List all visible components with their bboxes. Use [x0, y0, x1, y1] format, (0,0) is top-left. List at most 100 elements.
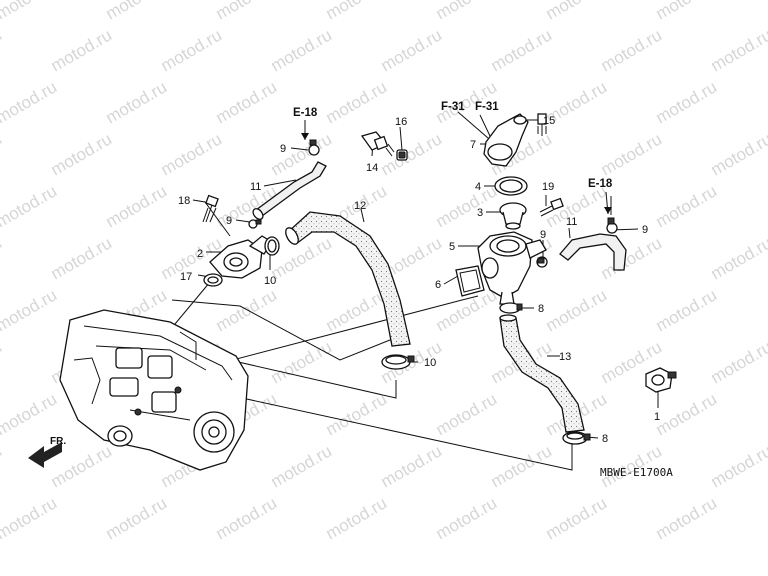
watermark-text: motod.ru — [0, 25, 5, 75]
callout-14: 14 — [366, 162, 378, 174]
watermark-text: motod.ru — [48, 25, 116, 75]
watermark-text: motod.ru — [378, 129, 446, 179]
callout-12: 12 — [354, 200, 366, 212]
watermark-text: motod.ru — [213, 0, 281, 23]
watermark-text: motod.ru — [433, 389, 501, 439]
watermark-text: motod.ru — [323, 77, 391, 127]
front-label: FR. — [50, 436, 66, 447]
part-17-oring — [203, 273, 223, 287]
watermark-text: motod.ru — [0, 441, 5, 491]
part-3-thermostat — [499, 202, 527, 230]
watermark-text: motod.ru — [158, 129, 226, 179]
watermark-text: motod.ru — [433, 493, 501, 543]
callout-9-c: 9 — [540, 229, 546, 241]
callout-10-upper: 10 — [264, 275, 276, 287]
watermark-text: motod.ru — [158, 25, 226, 75]
reference-labels: E-18 F-31 F-31 E-18 — [293, 101, 613, 215]
watermark-text: motod.ru — [268, 25, 336, 75]
watermark-text: motod.ru — [488, 25, 556, 75]
watermark-text: motod.ru — [708, 337, 768, 387]
watermark-text: motod.ru — [0, 181, 60, 231]
watermark-text: motod.ru — [708, 233, 768, 283]
watermark-text: motod.ru — [48, 233, 116, 283]
watermark-text: motod.ru — [378, 25, 446, 75]
watermark-text: motod.ru — [653, 389, 721, 439]
watermark-text: motod.ru — [653, 181, 721, 231]
callout-numbers: 1 2 3 4 5 6 7 8 8 9 9 9 9 10 10 11 11 12… — [178, 115, 660, 445]
part-9-clamp-a — [308, 139, 320, 156]
watermark-text: motod.ru — [0, 389, 60, 439]
watermark-text: motod.ru — [268, 337, 336, 387]
watermark-text: motod.ru — [268, 129, 336, 179]
callout-13: 13 — [559, 351, 571, 363]
part-1-clamp — [645, 367, 677, 393]
callout-19: 19 — [542, 181, 554, 193]
part-8-clamp-upper — [499, 302, 523, 314]
callout-11-right: 11 — [566, 216, 577, 228]
watermark-text: motod.ru — [0, 233, 5, 283]
callout-18: 18 — [178, 195, 190, 207]
part-19-bolt — [539, 197, 564, 217]
watermark-text: motod.ru — [0, 493, 60, 543]
watermark-text: motod.ru — [0, 0, 60, 23]
callout-9-b: 9 — [226, 215, 232, 227]
watermark-text: motod.ru — [268, 441, 336, 491]
watermark-text: motod.ru — [213, 285, 281, 335]
part-8-clamp-lower — [562, 431, 591, 445]
watermark-text: motod.ru — [433, 0, 501, 23]
callout-9-a: 9 — [280, 143, 286, 155]
callout-16: 16 — [395, 116, 407, 128]
part-10-clip-upper — [264, 236, 280, 256]
watermark-text: motod.ru — [543, 0, 611, 23]
callout-5: 5 — [449, 241, 455, 253]
watermark-text: motod.ru — [708, 129, 768, 179]
watermark-text: motod.ru — [708, 441, 768, 491]
watermark-text: motod.ru — [213, 493, 281, 543]
callout-6: 6 — [435, 279, 441, 291]
watermark-text: motod.ru — [103, 0, 171, 23]
callout-2: 2 — [197, 248, 203, 260]
hose-11-right — [559, 233, 627, 271]
watermark-text: motod.ru — [323, 0, 391, 23]
engine-block — [59, 309, 249, 471]
callout-7: 7 — [470, 139, 476, 151]
ref-e18-right: E-18 — [588, 178, 613, 190]
hose-13 — [499, 314, 585, 433]
diagram-code: MBWE-E1700A — [600, 466, 673, 479]
part-4-seal — [494, 176, 528, 196]
front-direction-arrow: FR. — [28, 436, 66, 468]
callout-8-lower: 8 — [602, 433, 608, 445]
watermark-text: motod.ru — [653, 0, 721, 23]
watermark-text: motod.ru — [48, 129, 116, 179]
hose-11-left — [252, 161, 327, 220]
watermark-text: motod.ru — [543, 285, 611, 335]
ref-e18-left: E-18 — [293, 107, 318, 119]
callout-17: 17 — [180, 271, 192, 283]
callout-1: 1 — [654, 411, 660, 423]
callout-9-d: 9 — [642, 224, 648, 236]
callout-4: 4 — [475, 181, 481, 193]
watermark-text: motod.ru — [653, 285, 721, 335]
watermark-text: motod.ru — [0, 129, 5, 179]
ref-f31-right: F-31 — [475, 101, 499, 113]
watermark-text: motod.ru — [103, 77, 171, 127]
watermark-text: motod.ru — [433, 181, 501, 231]
part-18-bolt — [202, 194, 219, 223]
hose-12 — [285, 211, 411, 347]
watermark-text: motod.ru — [0, 77, 60, 127]
callout-11-left: 11 — [250, 181, 261, 193]
watermark-text: motod.ru — [653, 77, 721, 127]
part-14-sensor — [360, 131, 395, 157]
watermark-text: motod.ru — [323, 493, 391, 543]
watermark-text: motod.ru — [323, 389, 391, 439]
part-10-clip-lower — [381, 354, 415, 370]
watermark-text: motod.ru — [708, 25, 768, 75]
watermark-text: motod.ru — [653, 493, 721, 543]
part-9-clamp-c — [536, 256, 548, 268]
ref-f31-left: F-31 — [441, 101, 465, 113]
part-5-thermostat-housing — [477, 231, 547, 305]
callout-8-upper: 8 — [538, 303, 544, 315]
watermark-text: motod.ru — [103, 181, 171, 231]
